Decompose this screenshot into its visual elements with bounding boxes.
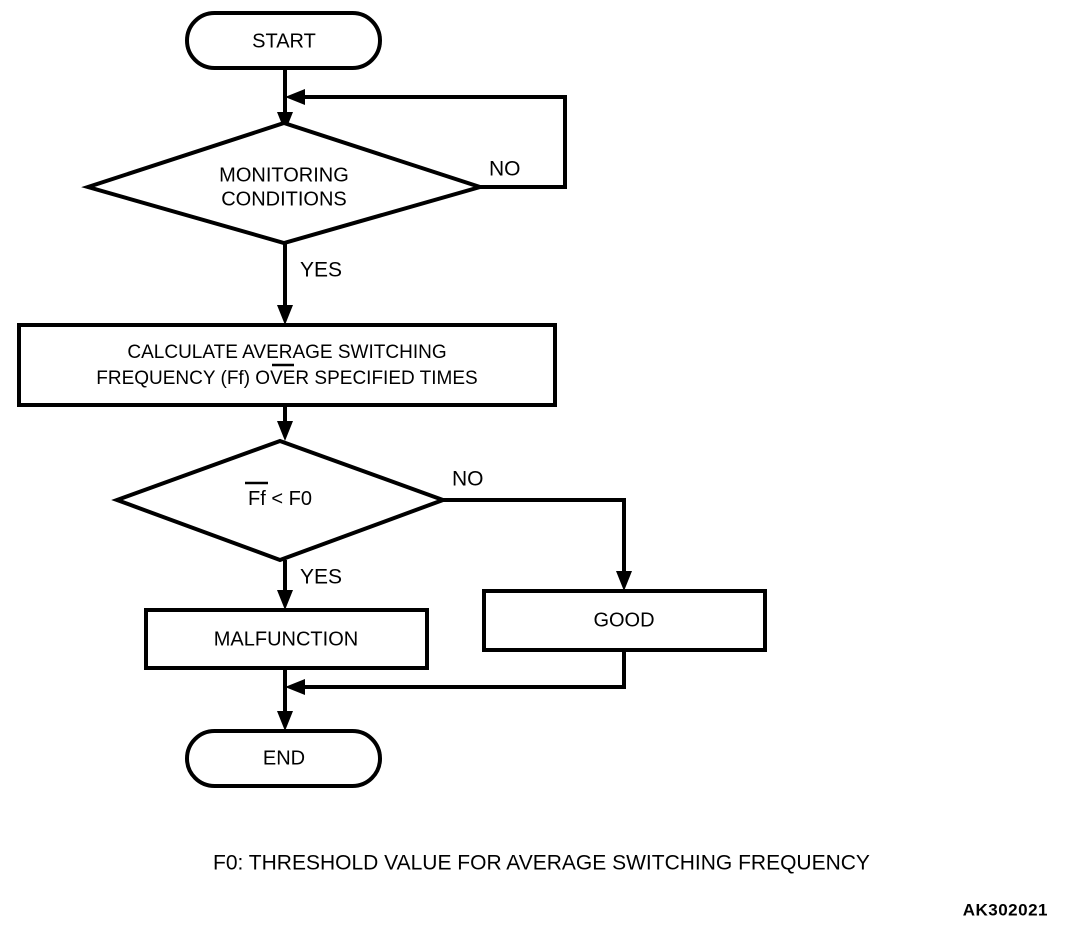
node-end[interactable]: END xyxy=(185,729,382,788)
branch-label-monitoring-yes: YES xyxy=(300,259,342,282)
node-malfunction[interactable]: MALFUNCTION xyxy=(144,608,429,670)
node-good-label: GOOD xyxy=(593,609,654,631)
connector-compare-yes xyxy=(277,560,293,610)
node-calculate-line2-prefix: FREQUENCY ( xyxy=(96,368,227,389)
connector-monitoring-no-loop xyxy=(285,89,567,189)
branch-label-compare-no: NO xyxy=(452,468,484,491)
connector-compare-no xyxy=(443,498,632,591)
branch-label-monitoring-no: NO xyxy=(489,158,521,181)
node-calculate-line2-barred-var: Ff xyxy=(227,368,245,389)
node-calculate-label-line1: CALCULATE AVERAGE SWITCHING xyxy=(127,342,446,363)
node-malfunction-label: MALFUNCTION xyxy=(214,628,358,650)
node-end-label: END xyxy=(263,747,305,769)
caption: F0: THRESHOLD VALUE FOR AVERAGE SWITCHIN… xyxy=(213,852,870,875)
node-monitoring-conditions[interactable]: MONITORING CONDITIONS xyxy=(81,120,487,246)
node-compare-rest: < F0 xyxy=(266,488,312,510)
connector-monitoring-yes xyxy=(277,243,293,325)
branch-label-compare-yes: YES xyxy=(300,566,342,589)
connector-good-to-merge xyxy=(285,650,626,695)
node-compare[interactable]: Ff < F0 xyxy=(111,438,449,563)
node-calculate[interactable]: CALCULATE AVERAGE SWITCHING FREQUENCY (F… xyxy=(17,323,557,407)
node-good[interactable]: GOOD xyxy=(482,589,767,652)
connector-malfunction-to-end xyxy=(277,668,293,731)
node-compare-barred-var: Ff xyxy=(248,488,266,510)
node-start[interactable]: START xyxy=(185,11,382,70)
node-monitoring-label-line2: CONDITIONS xyxy=(221,188,347,210)
node-monitoring-label-line1: MONITORING xyxy=(219,164,349,186)
node-calculate-label-line2: FREQUENCY (Ff) OVER SPECIFIED TIMES xyxy=(96,368,477,389)
node-start-label: START xyxy=(252,30,316,52)
node-compare-label: Ff < F0 xyxy=(248,488,312,510)
figure-code: AK302021 xyxy=(963,900,1048,919)
node-calculate-line2-suffix: ) OVER SPECIFIED TIMES xyxy=(244,368,478,389)
connector-calculate-to-compare xyxy=(277,405,293,441)
